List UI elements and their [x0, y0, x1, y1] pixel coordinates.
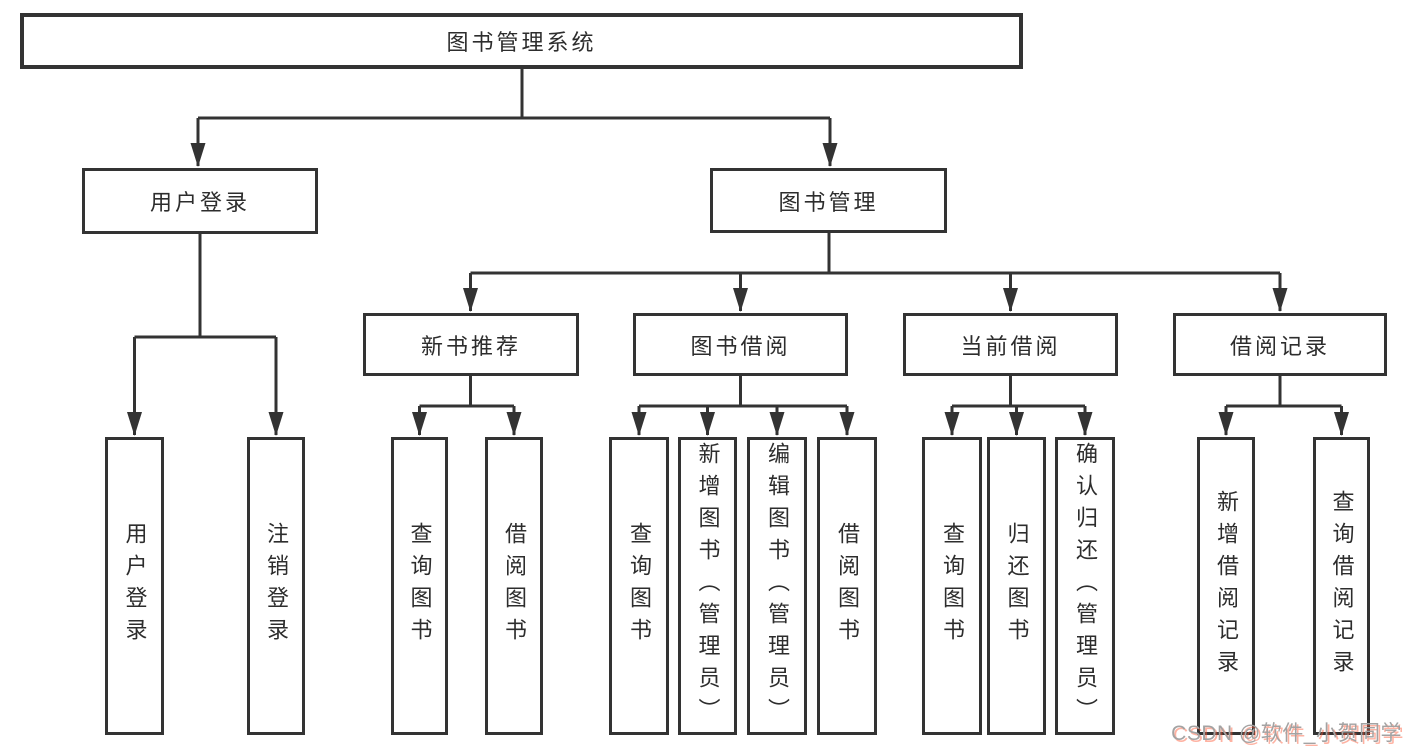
node-book-borrowing: 图书借阅 — [633, 313, 848, 376]
leaf-label: 归还图书 — [1004, 522, 1030, 650]
node-new-book-recommendation: 新书推荐 — [363, 313, 579, 376]
leaf-label: 借阅图书 — [502, 522, 527, 650]
node-book-management: 图书管理 — [710, 168, 947, 233]
leaf-label: 查询借阅记录 — [1329, 490, 1355, 682]
trunk-current-borrowing — [952, 376, 1085, 408]
leaf-label: 查询图书 — [940, 522, 965, 650]
leaf-label: 新增图书（管理员） — [695, 442, 721, 730]
leaf-label: 用户登录 — [122, 522, 148, 650]
leaf-user-login: 用户登录 — [105, 437, 164, 735]
leaf-logout-login: 注销登录 — [247, 437, 305, 735]
leaf-br-add-borrow-record: 新增借阅记录 — [1197, 437, 1255, 735]
leaf-label: 查询图书 — [627, 522, 652, 650]
watermark: CSDN @软件_小贺同学 — [1171, 722, 1402, 745]
leaf-bb-edit-books-admin: 编辑图书（管理员） — [747, 437, 807, 735]
trunk-root — [198, 69, 830, 120]
leaf-label: 借阅图书 — [835, 522, 860, 650]
leaf-label: 注销登录 — [264, 522, 289, 650]
leaf-nbr-borrow-books: 借阅图书 — [485, 437, 543, 735]
connector-group — [127, 69, 1349, 436]
leaf-bb-add-books-admin: 新增图书（管理员） — [678, 437, 737, 735]
leaf-bb-borrow-books: 借阅图书 — [817, 437, 877, 735]
trunk-book-management — [470, 233, 1280, 275]
leaf-cb-query-books: 查询图书 — [922, 437, 982, 735]
leaf-bb-query-books: 查询图书 — [609, 437, 669, 735]
node-label: 用户登录 — [149, 190, 250, 215]
leaf-nbr-query-books: 查询图书 — [391, 437, 448, 735]
node-label: 借阅记录 — [1229, 333, 1330, 359]
leaf-cb-confirm-return-admin: 确认归还（管理员） — [1055, 437, 1115, 735]
trunk-book-borrowing — [639, 376, 847, 408]
leaf-label: 查询图书 — [407, 522, 433, 650]
node-user-login: 用户登录 — [82, 168, 318, 234]
trunk-user-login — [134, 234, 276, 339]
trunk-new-book-recommendation — [419, 376, 514, 408]
leaf-label: 新增借阅记录 — [1214, 490, 1239, 682]
leaf-br-query-borrow-record: 查询借阅记录 — [1313, 437, 1370, 735]
leaf-label: 确认归还（管理员） — [1073, 442, 1098, 730]
node-root: 图书管理系统 — [20, 13, 1023, 69]
node-label: 新书推荐 — [420, 333, 521, 359]
leaf-label: 编辑图书（管理员） — [765, 442, 790, 730]
node-label: 图书借阅 — [690, 333, 791, 359]
trunk-borrowing-records — [1226, 376, 1342, 408]
node-label: 图书管理 — [778, 189, 879, 215]
node-current-borrowing: 当前借阅 — [903, 313, 1118, 376]
leaf-cb-return-books: 归还图书 — [987, 437, 1046, 735]
node-label: 图书管理系统 — [446, 30, 597, 55]
node-label: 当前借阅 — [960, 333, 1061, 359]
node-borrowing-records: 借阅记录 — [1173, 313, 1387, 376]
